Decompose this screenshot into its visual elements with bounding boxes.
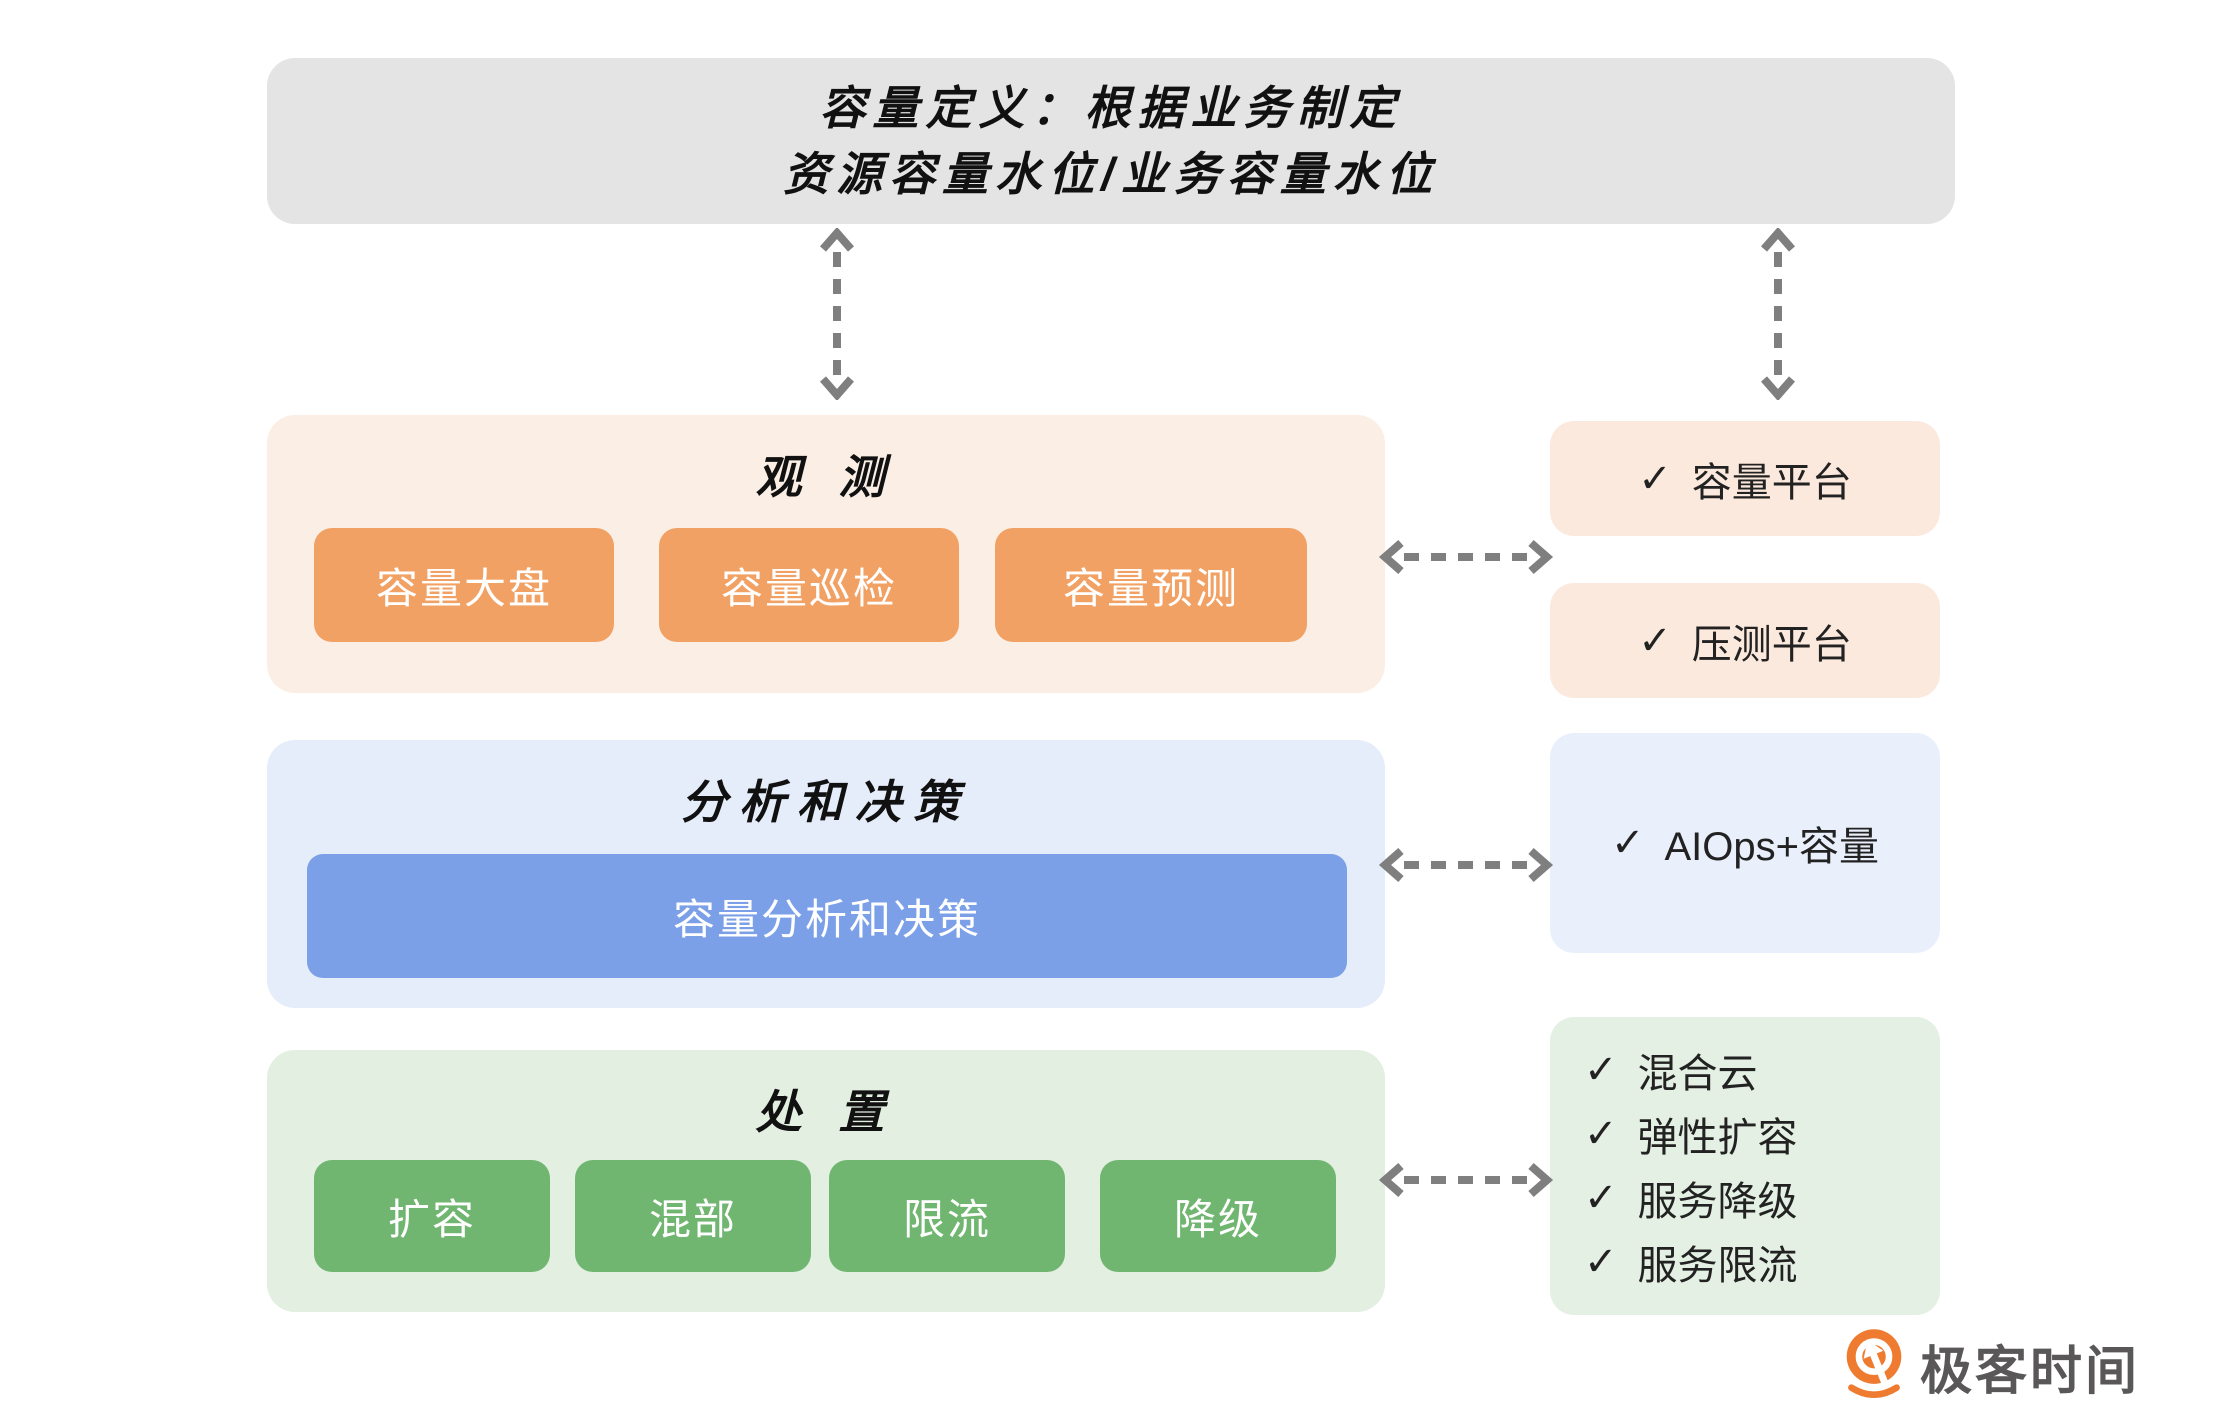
vertical-dashed-arrow-right (1758, 228, 1798, 400)
platform-box-capacity: ✓ 容量平台 (1550, 421, 1940, 536)
horizontal-dashed-arrow-observe (1378, 537, 1554, 577)
handle-capability-list: ✓ 混合云 ✓ 弹性扩容 ✓ 服务降级 ✓ 服务限流 (1550, 1017, 1940, 1315)
check-icon: ✓ (1584, 1176, 1618, 1220)
list-item: ✓ 服务限流 (1584, 1230, 1798, 1294)
node-capacity-inspection: 容量巡检 (659, 528, 959, 642)
list-item-label: 服务降级 (1637, 1180, 1798, 1224)
check-icon: ✓ (1584, 1240, 1618, 1284)
list-item-label: 弹性扩容 (1637, 1116, 1798, 1160)
check-icon: ✓ (1584, 1048, 1618, 1092)
list-item-label: 混合云 (1637, 1052, 1758, 1096)
aiops-box: ✓ AIOps+容量 (1550, 733, 1940, 953)
geektime-logo-icon (1846, 1329, 1902, 1398)
list-item: ✓ 弹性扩容 (1584, 1102, 1798, 1166)
node-capacity-analysis-decision: 容量分析和决策 (307, 854, 1347, 978)
node-capacity-dashboard: 容量大盘 (314, 528, 614, 642)
check-icon: ✓ (1584, 1112, 1618, 1156)
list-item: ✓ 服务降级 (1584, 1166, 1798, 1230)
check-icon: ✓ (1638, 456, 1672, 501)
node-scale-out: 扩容 (314, 1160, 550, 1272)
observe-title: 观 测 (755, 451, 897, 503)
node-co-location: 混部 (575, 1160, 811, 1272)
check-icon: ✓ (1610, 821, 1645, 865)
vertical-dashed-arrow-left (817, 228, 857, 400)
list-item: ✓ 混合云 (1584, 1038, 1758, 1102)
node-capacity-forecast: 容量预测 (995, 528, 1307, 642)
node-rate-limit: 限流 (829, 1160, 1065, 1272)
geektime-logo-text: 极客时间 (1920, 1342, 2141, 1401)
node-degrade: 降级 (1100, 1160, 1336, 1272)
definition-line-1: 容量定义：根据业务制定 (819, 82, 1403, 134)
list-item-label: 服务限流 (1637, 1244, 1798, 1288)
horizontal-dashed-arrow-handle (1378, 1160, 1554, 1200)
aiops-label: AIOps+容量 (1664, 825, 1880, 869)
platform-label: 压测平台 (1691, 622, 1852, 667)
platform-label: 容量平台 (1691, 460, 1852, 505)
capacity-definition-box: 容量定义：根据业务制定 资源容量水位/业务容量水位 (267, 58, 1955, 224)
analysis-title: 分析和决策 (681, 776, 971, 828)
handle-title: 处 置 (755, 1086, 897, 1138)
check-icon: ✓ (1638, 618, 1672, 663)
definition-line-2: 资源容量水位/业务容量水位 (783, 148, 1439, 200)
platform-box-stress-test: ✓ 压测平台 (1550, 583, 1940, 698)
horizontal-dashed-arrow-analysis (1378, 845, 1554, 885)
geektime-logo: 极客时间 (1842, 1324, 2140, 1408)
